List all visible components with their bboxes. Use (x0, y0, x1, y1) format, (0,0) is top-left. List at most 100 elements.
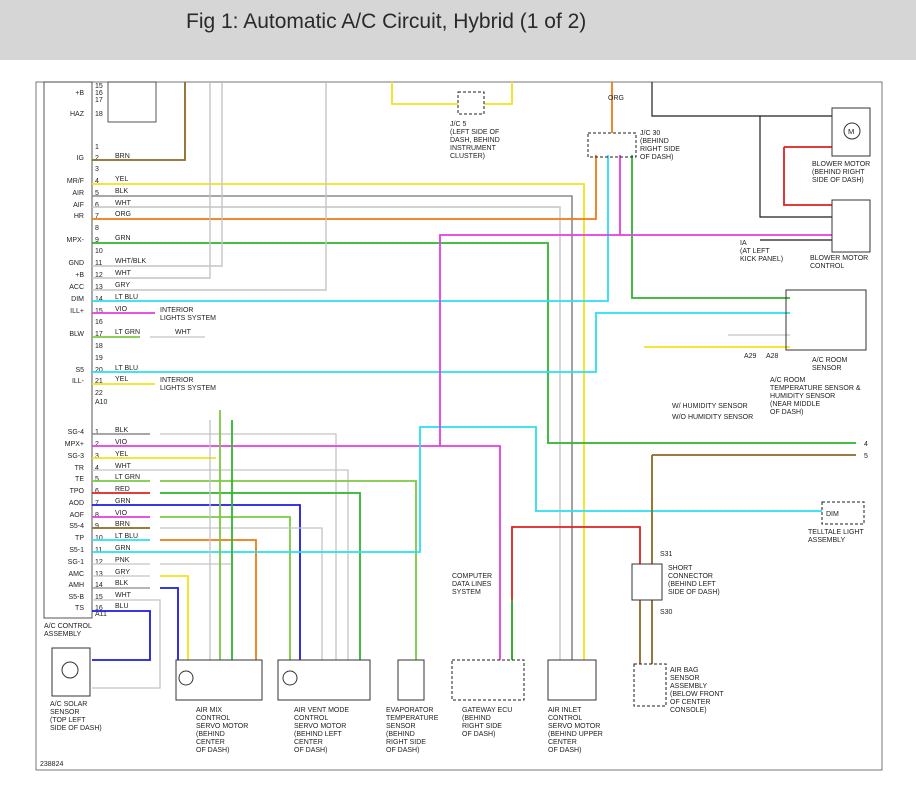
wire-air-blk (92, 195, 573, 660)
short-connector-label: SIDE OF DASH) (668, 589, 720, 596)
pin-number: 18 (95, 343, 103, 350)
wire-label: WHT/BLK (115, 258, 146, 265)
air-bag-label: ASSEMBLY (670, 683, 708, 690)
pin-label: AOD (69, 500, 84, 507)
pin-label: DIM (71, 296, 84, 303)
wire-label: GRN (115, 545, 131, 552)
wire-acc-gry (92, 82, 327, 291)
wire-label: YEL (115, 451, 128, 458)
pin-number: 12 (95, 272, 103, 279)
wire-gnd-wht (92, 82, 223, 267)
interior-lights-label: LIGHTS SYSTEM (160, 385, 216, 392)
wire-label: WHT (115, 270, 132, 277)
pin-number: 17 (95, 97, 103, 104)
pin-number: 9 (95, 237, 99, 244)
jc5-label: J/C 5 (450, 121, 466, 128)
pin-number: 15 (95, 308, 103, 315)
evaporator-label: EVAPORATOR (386, 707, 433, 714)
air-mix-label: OF DASH) (196, 747, 229, 754)
pin-number: 5 (95, 190, 99, 197)
wire-amh-yelgrn (160, 587, 179, 660)
pin-number: 12 (95, 559, 103, 566)
wire-jc5-out (484, 82, 513, 105)
air-vent-label: CONTROL (294, 715, 328, 722)
interior-lights-label: LIGHTS SYSTEM (160, 315, 216, 322)
pin-label: MPX- (67, 237, 85, 244)
air-vent-label: AIR VENT MODE (294, 707, 349, 714)
connector-label: A28 (766, 353, 779, 360)
blower-motor-label: (BEHIND RIGHT (812, 169, 865, 176)
short-connector-label: SHORT (668, 565, 693, 572)
air-mix-label: (BEHIND (196, 731, 225, 738)
pin-label: ILL- (72, 378, 85, 385)
pin-label: TR (75, 465, 84, 472)
short-connector-box (631, 563, 663, 601)
pin-number: 6 (95, 202, 99, 209)
pin-number: 3 (95, 166, 99, 173)
interior-lights-label: INTERIOR (160, 377, 193, 384)
pin-number: 1 (95, 429, 99, 436)
wire-mrf-yel (92, 183, 585, 660)
pin-number: 16 (95, 319, 103, 326)
pin-label: SG-4 (68, 429, 84, 436)
pin-number: 19 (95, 355, 103, 362)
wire-aof-ltgrn (160, 516, 291, 660)
wire-dim-ltblu (92, 155, 609, 302)
wire-mpx-vio (92, 445, 501, 660)
air-mix-box (175, 659, 263, 701)
ac-control-name: ASSEMBLY (44, 631, 82, 638)
blower-control-box (831, 199, 871, 253)
pin-label: +B (75, 90, 84, 97)
pin-number: 3 (95, 453, 99, 460)
computer-data-label: COMPUTER (452, 573, 492, 580)
pin-label: AIF (73, 202, 84, 209)
evaporator-label: SENSOR (386, 723, 416, 730)
pin-number: 11 (95, 547, 102, 554)
wire-red-vm (783, 147, 832, 206)
wire-s5b-wht (92, 599, 161, 689)
jc5-box (457, 91, 485, 115)
air-vent-label: (BEHIND LEFT (294, 731, 343, 738)
wire-red-gateway (511, 526, 641, 660)
air-vent-label: CENTER (294, 739, 323, 746)
wire-tpo-grn (160, 492, 361, 660)
pin-number: 13 (95, 571, 103, 578)
wires-layer (92, 82, 856, 689)
air-bag-box (633, 663, 667, 707)
pin-number: 14 (95, 296, 103, 303)
wire-label: LT BLU (115, 365, 138, 372)
air-bag-label: AIR BAG (670, 667, 698, 674)
pin-number: 7 (95, 500, 99, 507)
air-inlet-label: OF DASH) (548, 747, 581, 754)
pin-label: AOF (70, 512, 84, 519)
jc30-label: OF DASH) (640, 154, 673, 161)
telltale-label: TELLTALE LIGHT (808, 529, 864, 536)
air-mix-label: AIR MIX (196, 707, 222, 714)
wire-label: ORG (115, 211, 131, 218)
jc30-label: RIGHT SIDE (640, 146, 680, 153)
pin-number: 2 (95, 155, 99, 162)
pin-number: 11 (95, 260, 102, 267)
wire-label: GRY (115, 282, 130, 289)
wire-te-grnyel (160, 480, 417, 660)
pin-number: 18 (95, 111, 103, 118)
wire-label: BLK (115, 580, 129, 587)
motor-symbol: M (848, 127, 854, 136)
wire-label: GRY (115, 569, 130, 576)
pin-number: 13 (95, 284, 103, 291)
pin-label: MPX+ (65, 441, 84, 448)
wire-blk-b (759, 116, 832, 218)
air-mix-label: CONTROL (196, 715, 230, 722)
evaporator-label: TEMPERATURE (386, 715, 439, 722)
pin-label: TE (75, 476, 84, 483)
pin-number: 16 (95, 90, 103, 97)
pin-number: 10 (95, 248, 103, 255)
pin-label: +B (75, 272, 84, 279)
pin-number: 4 (95, 465, 99, 472)
pin-number: 2 (95, 441, 99, 448)
wire-jc5-in (391, 82, 458, 105)
humidity-note: W/ HUMIDITY SENSOR (672, 403, 748, 410)
